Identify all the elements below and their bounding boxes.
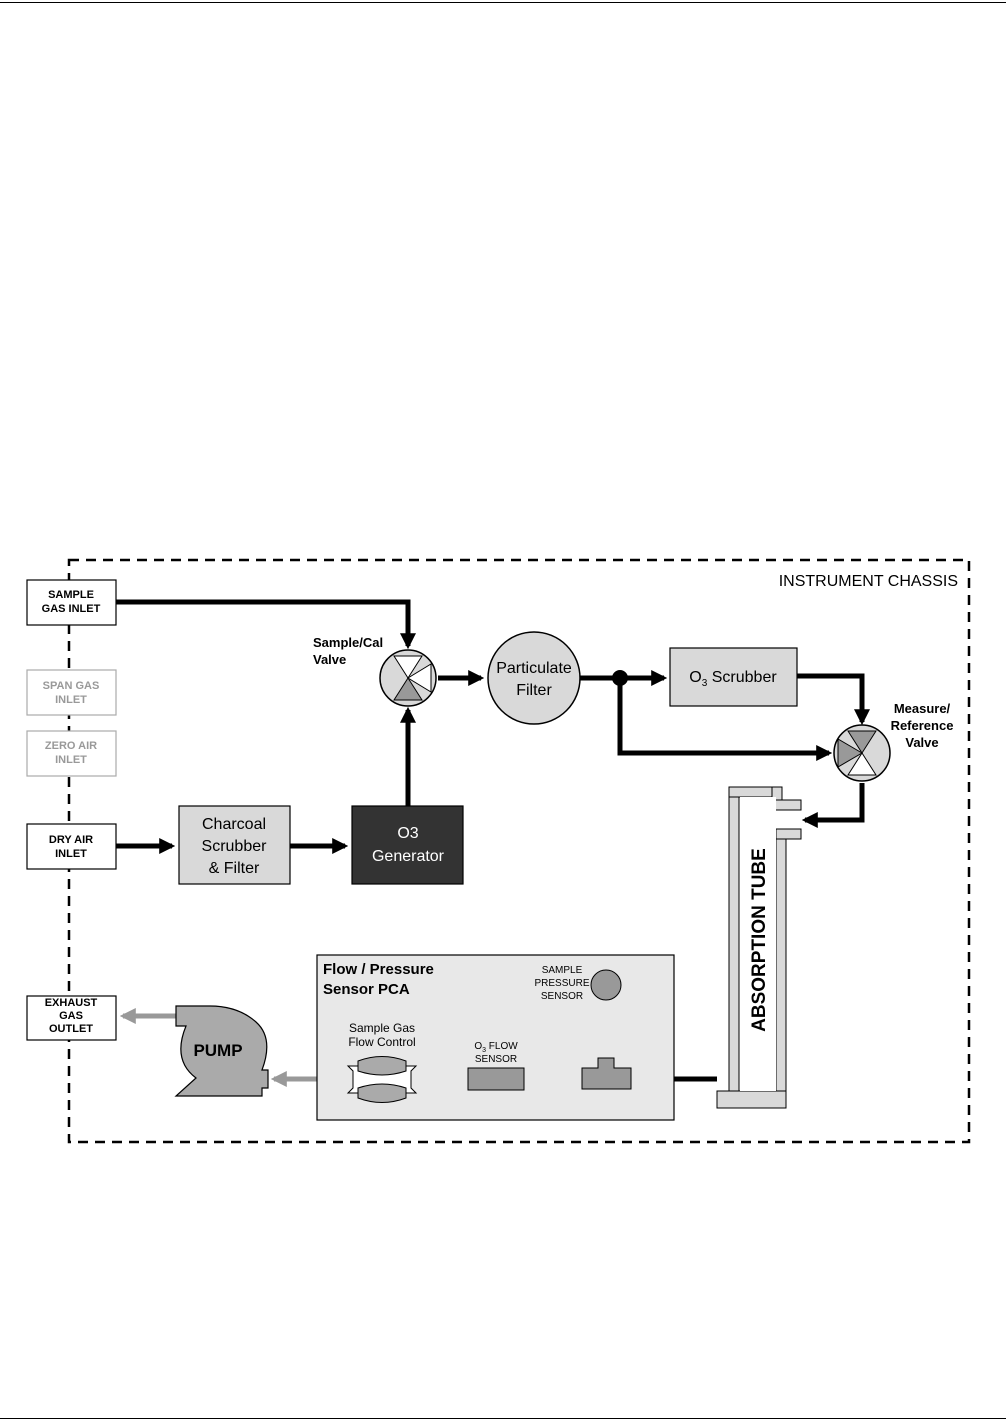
measure-reference-valve	[833, 724, 891, 782]
flow-pressure-sensor-pca: Flow / Pressure Sensor PCA SAMPLE PRESSU…	[316, 954, 675, 1121]
sample-gas-inlet: SAMPLE GAS INLET	[26, 579, 117, 626]
scrubber-to-valve-line	[797, 673, 871, 726]
bottom-rule	[0, 1418, 1006, 1419]
charcoal-scrubber-filter: Charcoal Scrubber & Filter	[178, 805, 291, 885]
svg-text:Scrubber: Scrubber	[202, 838, 268, 855]
svg-text:O3 Scrubber: O3 Scrubber	[689, 669, 777, 689]
dry-air-inlet: DRY AIR INLET	[26, 823, 117, 870]
measure-ref-valve-label: Measure/	[894, 701, 951, 716]
o3-flow-sensor	[467, 1067, 525, 1091]
absorption-tube: ABSORPTION TUBE	[716, 786, 802, 1109]
svg-text:GAS INLET: GAS INLET	[42, 603, 101, 615]
svg-text:& Filter: & Filter	[209, 860, 260, 877]
sample-cal-valve-label: Sample/Cal	[313, 635, 383, 650]
sample-gas-flow-control	[346, 1056, 418, 1103]
valve-to-tube-line	[801, 783, 865, 829]
exhaust-gas-outlet: EXHAUST GAS OUTLET	[26, 995, 117, 1041]
o3-scrubber: O3 Scrubber	[669, 647, 798, 707]
svg-text:INLET: INLET	[55, 848, 87, 860]
sample-cal-valve	[379, 649, 437, 707]
sample-pressure-sensor-label-2: PRESSURE	[534, 978, 589, 989]
pca-title-2: Sensor PCA	[323, 981, 410, 998]
sample-inlet-line	[116, 599, 417, 650]
pca-title: Flow / Pressure	[323, 961, 434, 978]
svg-text:INLET: INLET	[55, 694, 87, 706]
flow-control-label: Sample Gas	[349, 1021, 415, 1035]
measure-ref-valve-label-2: Reference	[891, 718, 954, 733]
svg-text:Particulate: Particulate	[496, 660, 572, 677]
svg-text:EXHAUST: EXHAUST	[45, 997, 98, 1009]
measure-ref-valve-label-3: Valve	[905, 735, 938, 750]
svg-text:O3: O3	[397, 825, 418, 842]
svg-text:SPAN GAS: SPAN GAS	[43, 680, 100, 692]
svg-text:Generator: Generator	[372, 848, 445, 865]
svg-text:INLET: INLET	[55, 754, 87, 766]
pump-label: PUMP	[193, 1041, 242, 1060]
svg-text:OUTLET: OUTLET	[49, 1023, 93, 1035]
svg-text:Filter: Filter	[516, 682, 552, 699]
chassis-label: INSTRUMENT CHASSIS	[779, 573, 958, 590]
particulate-filter: Particulate Filter	[487, 631, 581, 725]
svg-text:DRY AIR: DRY AIR	[49, 834, 93, 846]
o3-generator: O3 Generator	[351, 805, 464, 885]
bypass-line	[617, 678, 833, 762]
sample-pressure-sensor-label-3: SENSOR	[541, 991, 583, 1002]
o3-flow-sensor-label-2: SENSOR	[475, 1054, 517, 1065]
span-gas-inlet: SPAN GAS INLET	[26, 669, 117, 716]
pump: PUMP	[174, 1005, 269, 1097]
sample-pressure-sensor	[590, 969, 622, 1001]
sample-cal-valve-label-2: Valve	[313, 652, 346, 667]
svg-text:SAMPLE: SAMPLE	[48, 589, 94, 601]
top-rule	[0, 2, 1006, 3]
flow-control-label-2: Flow Control	[348, 1035, 415, 1049]
svg-text:ZERO AIR: ZERO AIR	[45, 740, 97, 752]
absorption-tube-label: ABSORPTION TUBE	[749, 848, 770, 1032]
svg-text:Charcoal: Charcoal	[202, 816, 266, 833]
o3-flow-sensor-label: O3 FLOW	[474, 1041, 518, 1054]
svg-text:GAS: GAS	[59, 1010, 83, 1022]
sample-pressure-sensor-label: SAMPLE	[542, 965, 583, 976]
tee-fitting	[581, 1057, 632, 1090]
junction-dot	[612, 670, 628, 686]
zero-air-inlet: ZERO AIR INLET	[26, 730, 117, 777]
